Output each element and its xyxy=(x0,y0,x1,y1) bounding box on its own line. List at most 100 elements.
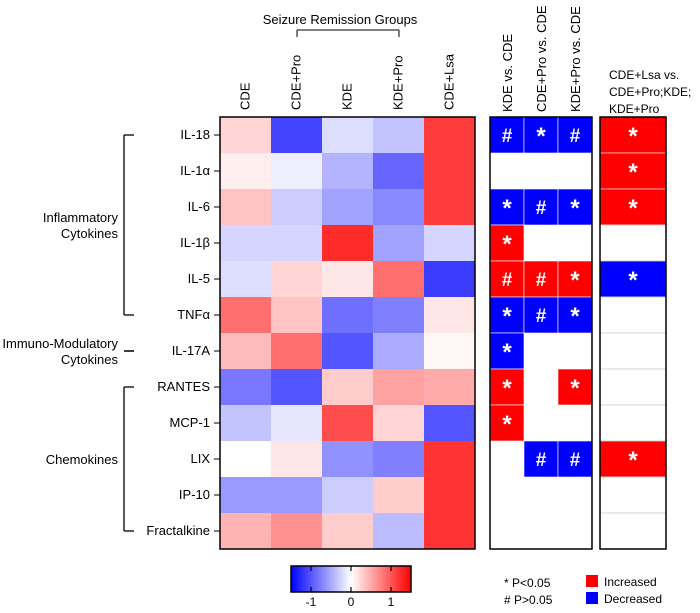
heat-cell-fractalkine-cde-lsa xyxy=(424,513,475,549)
significance-label-p005: * P<0.05 xyxy=(504,576,551,590)
row-label-il-18: IL-18 xyxy=(180,127,210,142)
lsa-cell-il-1 xyxy=(599,152,667,190)
comparison-cell-mcp-1-kde-vs-cde xyxy=(489,404,525,442)
decreased-label: Decreased xyxy=(604,592,662,606)
heat-cell-il-6-kde-pro xyxy=(373,189,424,225)
comparison-cell-il-1-kde-pro-vs-cde xyxy=(558,153,592,189)
row-label-mcp-1: MCP-1 xyxy=(170,415,210,430)
heat-cell-il-17a-kde-pro xyxy=(373,333,424,369)
lsa-header-line-3: KDE+Pro xyxy=(609,102,660,116)
lsa-mark-il-6: * xyxy=(628,195,638,222)
comparison-cell-tnf-kde-vs-cde xyxy=(489,296,525,334)
heat-cell-fractalkine-cde-pro xyxy=(271,513,322,549)
heat-cell-fractalkine-cde xyxy=(220,513,271,549)
row-label-fractalkine: Fractalkine xyxy=(146,523,210,538)
lsa-mark-il-18: * xyxy=(628,123,638,150)
row-group-label-cytokines: Cytokines xyxy=(61,226,119,241)
heat-cell-il-18-cde-lsa xyxy=(424,117,475,153)
heat-cell-il-1-kde-pro xyxy=(373,153,424,189)
comparison-mark-il-17a-0: * xyxy=(502,339,512,366)
heat-cell-il-1-kde xyxy=(322,153,373,189)
comparison-cell-tnf-cde-pro-vs-cde xyxy=(523,296,559,334)
heat-cell-il-1-cde xyxy=(220,153,271,189)
heat-cell-lix-cde xyxy=(220,441,271,477)
lsa-cell-il-17a xyxy=(599,332,667,370)
lsa-mark-il-5: * xyxy=(628,267,638,294)
heat-cell-tnf-cde xyxy=(220,297,271,333)
row-group-label-inflammatory: Inflammatory xyxy=(43,210,119,225)
comparison-header-cde-pro-vs-cde: CDE+Pro vs. CDE xyxy=(534,5,549,112)
comparison-mark-il-18-2: # xyxy=(570,126,581,147)
lsa-cell-tnf xyxy=(599,296,667,334)
comparison-cell-il-17a-kde-pro-vs-cde xyxy=(558,333,592,369)
comparison-mark-il-18-0: # xyxy=(502,126,513,147)
heat-cell-rantes-cde xyxy=(220,369,271,405)
heat-cell-il-18-kde-pro xyxy=(373,117,424,153)
group-header: Seizure Remission Groups xyxy=(263,12,418,27)
comparison-mark-mcp-1-0: * xyxy=(502,411,512,438)
heat-cell-il-17a-cde xyxy=(220,333,271,369)
comparison-cell-il-1-cde-pro-vs-cde xyxy=(524,225,558,261)
comparison-cell-il-5-cde-pro-vs-cde xyxy=(523,260,559,298)
comparison-mark-il-6-2: * xyxy=(570,195,580,222)
comparison-mark-il-6-1: # xyxy=(536,198,547,219)
row-group-brackets: InflammatoryCytokinesImmuno-ModulatoryCy… xyxy=(2,134,134,532)
heat-cell-rantes-cde-pro xyxy=(271,369,322,405)
heatmap-border xyxy=(219,116,476,550)
lsa-panel: ***** xyxy=(599,116,667,550)
heat-cell-mcp-1-cde xyxy=(220,405,271,441)
colorbar-tick-label-0: 0 xyxy=(348,595,355,608)
lsa-cell-il-6 xyxy=(599,188,667,226)
heat-cell-mcp-1-cde-lsa xyxy=(424,405,475,441)
heat-cell-il-17a-kde xyxy=(322,333,373,369)
comparison-header-kde-vs-cde: KDE vs. CDE xyxy=(500,34,515,112)
row-labels: IL-18IL-1αIL-6IL-1βIL-5TNFαIL-17ARANTESM… xyxy=(146,127,220,538)
comparison-mark-il-5-0: # xyxy=(502,270,513,291)
comparison-cell-lix-kde-pro-vs-cde xyxy=(557,440,593,478)
comparison-cell-il-5-kde-vs-cde xyxy=(489,260,525,298)
comparison-cell-il-18-cde-pro-vs-cde xyxy=(523,116,559,154)
colorbar-tick-label-1: 1 xyxy=(388,595,395,608)
heat-cell-il-6-cde-pro xyxy=(271,189,322,225)
comparison-cell-ip-10-kde-vs-cde xyxy=(490,477,524,513)
comparison-mark-il-5-2: * xyxy=(570,267,580,294)
comparison-cell-mcp-1-cde-pro-vs-cde xyxy=(524,405,558,441)
heat-cell-ip-10-kde xyxy=(322,477,373,513)
lsa-cell-il-1 xyxy=(599,224,667,262)
heat-cell-mcp-1-kde xyxy=(322,405,373,441)
lsa-panel-border xyxy=(599,116,667,550)
heat-cell-ip-10-kde-pro xyxy=(373,477,424,513)
heat-cell-fractalkine-kde xyxy=(322,513,373,549)
row-label-il-5: IL-5 xyxy=(188,271,210,286)
heat-cell-il-5-kde xyxy=(322,261,373,297)
comparison-cell-fractalkine-kde-pro-vs-cde xyxy=(558,513,592,549)
heat-cell-il-6-cde xyxy=(220,189,271,225)
heat-cell-tnf-kde xyxy=(322,297,373,333)
heat-cell-tnf-cde-lsa xyxy=(424,297,475,333)
heatmap-cells xyxy=(220,117,475,549)
increased-label: Increased xyxy=(604,575,657,589)
decreased-swatch xyxy=(586,592,598,604)
column-label-cde-pro: CDE+Pro xyxy=(289,55,304,110)
heat-cell-ip-10-cde-pro xyxy=(271,477,322,513)
heat-cell-rantes-cde-lsa xyxy=(424,369,475,405)
comparison-mark-il-6-0: * xyxy=(502,195,512,222)
comparison-cell-il-1-kde-pro-vs-cde xyxy=(558,225,592,261)
comparison-cell-il-5-kde-pro-vs-cde xyxy=(557,260,593,298)
lsa-panel-header: CDE+Lsa vs. CDE+Pro;KDE; KDE+Pro xyxy=(609,68,691,116)
row-group-label-chemokines: Chemokines xyxy=(46,452,119,467)
comparison-mark-lix-2: # xyxy=(570,450,581,471)
heat-cell-lix-cde-pro xyxy=(271,441,322,477)
comparison-cell-il-1-cde-pro-vs-cde xyxy=(524,153,558,189)
comparison-cell-rantes-cde-pro-vs-cde xyxy=(524,369,558,405)
comparison-cell-fractalkine-kde-vs-cde xyxy=(490,513,524,549)
comparison-mark-il-5-1: # xyxy=(536,270,547,291)
row-label-il-6: IL-6 xyxy=(188,199,210,214)
lsa-cell-il-5 xyxy=(599,260,667,298)
heat-cell-rantes-kde-pro xyxy=(373,369,424,405)
comparison-mark-tnf-2: * xyxy=(570,303,580,330)
